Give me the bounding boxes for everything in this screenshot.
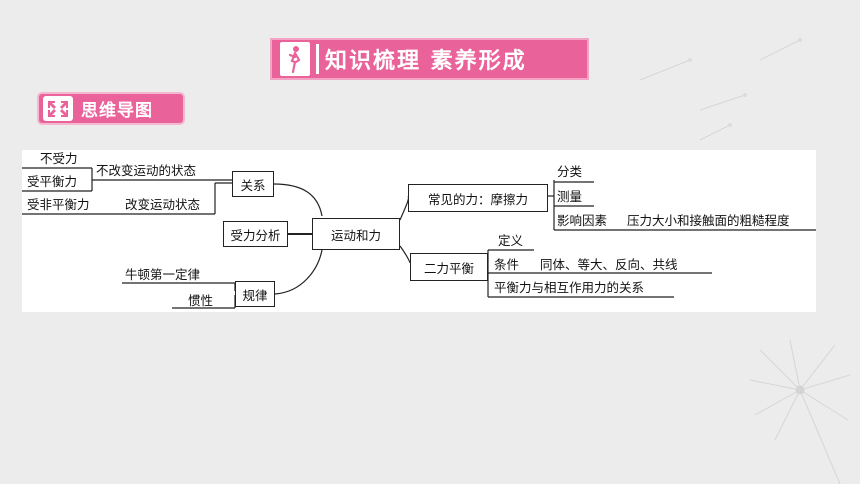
node-two-force-balance: 二力平衡: [410, 253, 488, 281]
section-tag-label: 思维导图: [81, 101, 153, 121]
node-no-force: 不受力: [40, 151, 78, 166]
node-unbalanced-force: 受非平衡力: [27, 197, 90, 212]
node-inertia: 惯性: [188, 293, 214, 308]
node-law: 规律: [235, 281, 275, 307]
node-force-analysis: 受力分析: [223, 221, 288, 247]
node-center: 运动和力: [312, 218, 400, 250]
section-tag: 思维导图: [37, 92, 185, 125]
node-changed-state: 改变运动状态: [125, 197, 201, 212]
title-banner: 知识梳理 素养形成: [270, 38, 589, 80]
node-definition: 定义: [498, 233, 524, 248]
node-balanced-force: 受平衡力: [27, 174, 78, 189]
page-title: 知识梳理 素养形成: [325, 49, 527, 74]
node-factors-detail: 压力大小和接触面的粗糙程度: [627, 213, 790, 228]
mindmap-panel: 不受力 受平衡力 不改变运动的状态 受非平衡力 改变运动状态 关系 受力分析 运…: [22, 150, 816, 312]
node-balance-vs-interaction: 平衡力与相互作用力的关系: [494, 280, 645, 295]
title-separator: [316, 44, 319, 74]
node-conditions-detail: 同体、等大、反向、共线: [540, 257, 678, 272]
node-relation: 关系: [232, 171, 274, 197]
node-classify: 分类: [557, 164, 583, 179]
node-factors: 影响因素: [557, 213, 608, 228]
node-measure: 测量: [557, 189, 583, 204]
node-unchanged-state: 不改变运动的状态: [96, 163, 197, 178]
node-newton-first-law: 牛顿第一定律: [125, 267, 201, 282]
node-friction: 常见的力：摩擦力: [408, 184, 548, 212]
person-icon: [280, 42, 310, 76]
node-conditions: 条件: [494, 257, 520, 272]
arrows-collapse-icon: [43, 96, 73, 121]
